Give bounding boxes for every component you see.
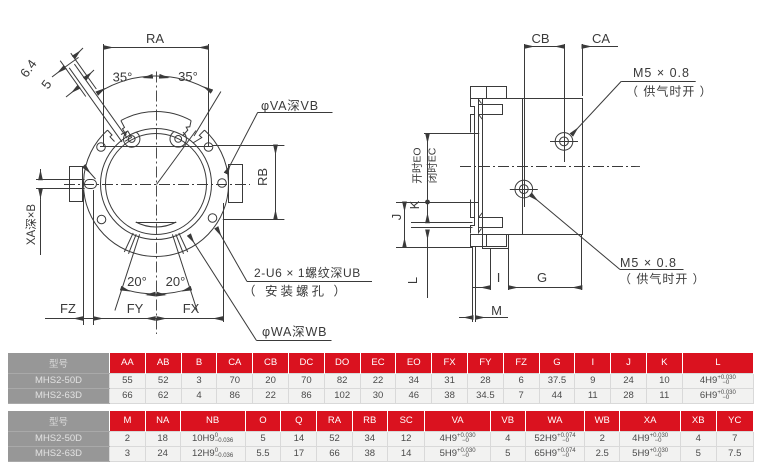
svg-text:（ 供气时开 ）: （ 供气时开 ） (619, 271, 706, 286)
svg-text:35°: 35° (113, 70, 133, 85)
svg-text:开时EO: 开时EO (412, 147, 424, 183)
svg-text:20°: 20° (127, 274, 147, 289)
svg-text:5: 5 (38, 77, 54, 92)
svg-text:I: I (497, 270, 501, 285)
svg-text:CA: CA (592, 31, 610, 46)
svg-text:M: M (491, 303, 502, 318)
svg-text:RA: RA (146, 31, 164, 46)
svg-text:M5 × 0.8: M5 × 0.8 (633, 66, 690, 80)
svg-text:6.4: 6.4 (17, 57, 40, 80)
svg-text:CB: CB (531, 31, 549, 46)
svg-text:G: G (537, 270, 547, 285)
svg-text:RB: RB (255, 168, 270, 186)
svg-text:2-U6 × 1螺纹深UB: 2-U6 × 1螺纹深UB (254, 266, 361, 280)
svg-text:20°: 20° (166, 274, 186, 289)
svg-text:L: L (405, 277, 420, 284)
svg-text:FY: FY (127, 301, 144, 316)
svg-text:35°: 35° (178, 69, 198, 84)
svg-text:φWA深WB: φWA深WB (262, 325, 327, 339)
svg-text:φVA深VB: φVA深VB (261, 99, 319, 113)
svg-text:M5 × 0.8: M5 × 0.8 (620, 256, 677, 270)
svg-text:（ 供气时开 ）: （ 供气时开 ） (626, 84, 713, 99)
svg-text:闭时EC: 闭时EC (426, 147, 439, 183)
svg-text:FX: FX (183, 301, 200, 316)
svg-text:K: K (407, 200, 422, 209)
svg-text:FZ: FZ (60, 301, 76, 316)
svg-text:（ 安装螺孔 ）: （ 安装螺孔 ） (243, 284, 349, 299)
svg-text:J: J (389, 214, 404, 221)
svg-text:XA深×B: XA深×B (24, 204, 38, 246)
